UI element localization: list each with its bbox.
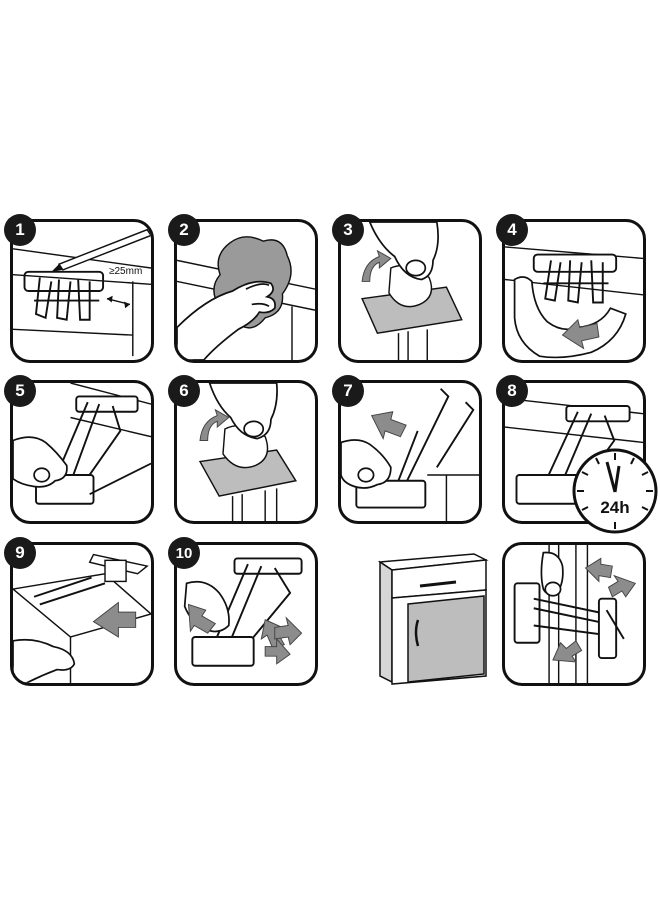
step-1-badge: 1 bbox=[4, 214, 36, 246]
step-9-panel bbox=[10, 542, 154, 686]
step-4-panel bbox=[502, 219, 646, 363]
step-10-badge: 10 bbox=[168, 537, 200, 569]
mark-position-illustration bbox=[13, 383, 151, 505]
pencil-icon bbox=[51, 228, 151, 272]
cabinet-icon bbox=[374, 550, 492, 686]
step-6-badge: 6 bbox=[168, 375, 200, 407]
step-8-badge: 8 bbox=[496, 375, 528, 407]
hand-icon bbox=[13, 638, 76, 683]
arrow-icon bbox=[199, 408, 230, 441]
step-2-panel bbox=[174, 219, 318, 363]
step-6-panel bbox=[174, 380, 318, 524]
arrow-icon bbox=[92, 601, 137, 638]
step-2-badge: 2 bbox=[168, 214, 200, 246]
hand-icon bbox=[341, 439, 392, 489]
arrow-icon bbox=[370, 411, 407, 440]
hand-icon bbox=[368, 222, 439, 281]
hand-icon bbox=[208, 383, 278, 440]
lock-icon bbox=[191, 557, 303, 667]
step-4-badge: 4 bbox=[496, 214, 528, 246]
attach-catch-illustration bbox=[13, 553, 151, 683]
step-5-panel bbox=[10, 380, 154, 524]
step-1-panel: ≥25mm bbox=[10, 219, 154, 363]
lock-icon bbox=[513, 582, 625, 660]
lock-icon bbox=[532, 253, 618, 304]
arrow-icon bbox=[552, 557, 637, 663]
measurement-label: ≥25mm bbox=[109, 266, 143, 277]
open-test-panel bbox=[502, 542, 646, 686]
arrow-icon bbox=[561, 318, 600, 350]
arrow-icon bbox=[361, 249, 392, 282]
step-9-badge: 9 bbox=[4, 537, 36, 569]
press-lock-illustration bbox=[505, 246, 643, 359]
step-7-panel bbox=[338, 380, 482, 524]
step-3-badge: 3 bbox=[332, 214, 364, 246]
lock-icon bbox=[515, 405, 631, 505]
wait-illustration bbox=[505, 397, 643, 505]
step-5-badge: 5 bbox=[4, 375, 36, 407]
arrow-icon bbox=[187, 603, 303, 665]
hand-icon bbox=[540, 551, 564, 597]
hand-icon bbox=[13, 436, 68, 488]
step-3-panel bbox=[338, 219, 482, 363]
hand-icon bbox=[513, 276, 627, 359]
attach-base-illustration bbox=[341, 388, 479, 521]
open-door-illustration bbox=[513, 545, 637, 683]
cleaning-illustration bbox=[177, 236, 315, 360]
step-7-badge: 7 bbox=[332, 375, 364, 407]
mark-pencil-illustration bbox=[13, 228, 151, 357]
lock-icon bbox=[23, 270, 105, 321]
peel-backing-illustration bbox=[361, 222, 463, 360]
test-lock-illustration bbox=[183, 557, 303, 667]
clock-icon: 24h bbox=[572, 448, 658, 534]
step-10-panel bbox=[174, 542, 318, 686]
hand-icon bbox=[177, 280, 276, 360]
clock-label: 24h bbox=[600, 498, 630, 517]
peel-second-backing-illustration bbox=[198, 383, 297, 521]
lock-icon bbox=[355, 388, 475, 509]
